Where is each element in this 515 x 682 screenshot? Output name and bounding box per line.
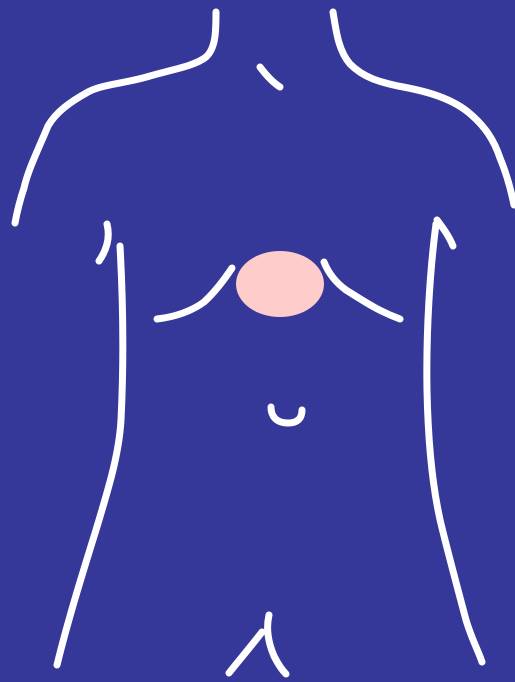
highlight-ellipse-marker <box>236 251 324 317</box>
